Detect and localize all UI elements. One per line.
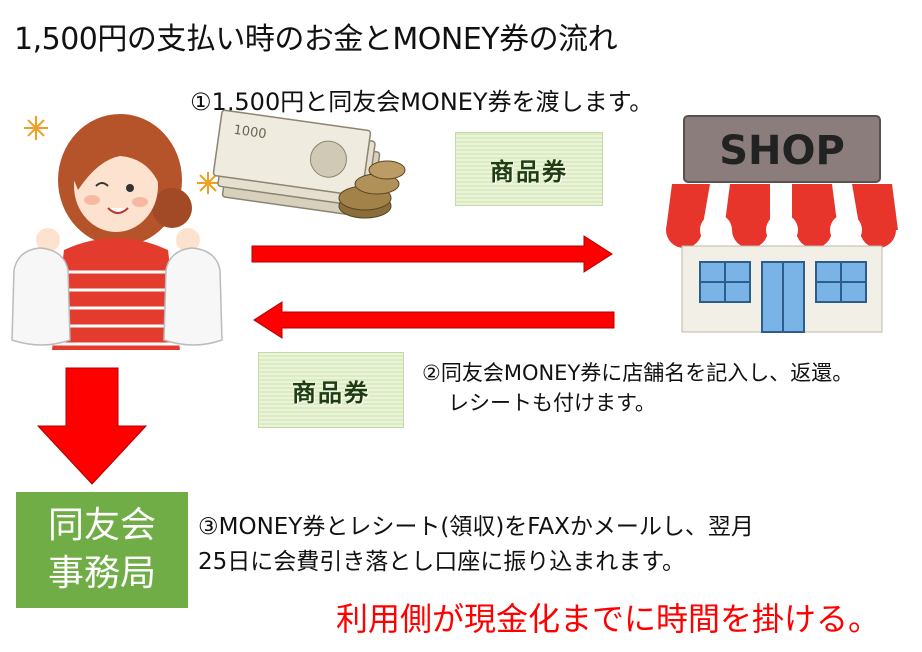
sparkle-icon xyxy=(24,116,219,194)
arrow-left-icon xyxy=(253,301,615,339)
ticket-label: 商品券 xyxy=(490,157,568,186)
step3-line2: 25日に会費引き落とし口座に振り込まれます。 xyxy=(198,549,685,575)
office-line1: 同友会 xyxy=(47,505,156,546)
step2-line2: レシートも付けます。 xyxy=(448,391,656,415)
diagram-title: 1,500円の支払い時のお金とMONEY券の流れ xyxy=(14,22,618,57)
gift-ticket-bottom: 商品券 xyxy=(258,352,404,428)
conclusion-text: 利用側が現金化までに時間を掛ける。 xyxy=(336,600,881,638)
gift-ticket-top: 商品券 xyxy=(455,132,603,206)
step1-text: ①1,500円と同友会MONEY券を渡します。 xyxy=(190,88,654,116)
banknote-value: 1000 xyxy=(233,123,268,142)
shopper-illustration xyxy=(11,114,223,350)
awning xyxy=(666,184,898,248)
shop-sign: SHOP xyxy=(719,128,845,174)
arrow-down-icon xyxy=(36,367,148,485)
step3-text: ③MONEY券とレシート(領収)をFAXかメールし、翌月 25日に会費引き落とし… xyxy=(198,510,754,580)
step3-line1: ③MONEY券とレシート(領収)をFAXかメールし、翌月 xyxy=(198,514,754,540)
step2-text: ②同友会MONEY券に店舗名を記入し、返還。 レシートも付けます。 xyxy=(422,358,853,418)
shop-illustration: SHOP xyxy=(666,115,898,333)
coin-icon xyxy=(338,160,406,219)
arrow-right-icon xyxy=(251,235,613,273)
ticket-label: 商品券 xyxy=(292,378,370,407)
money-illustration: 1000 xyxy=(212,109,406,219)
association-office-box: 同友会 事務局 xyxy=(16,492,188,608)
step2-line1: ②同友会MONEY券に店舗名を記入し、返還。 xyxy=(422,361,854,385)
office-line2: 事務局 xyxy=(47,553,156,594)
